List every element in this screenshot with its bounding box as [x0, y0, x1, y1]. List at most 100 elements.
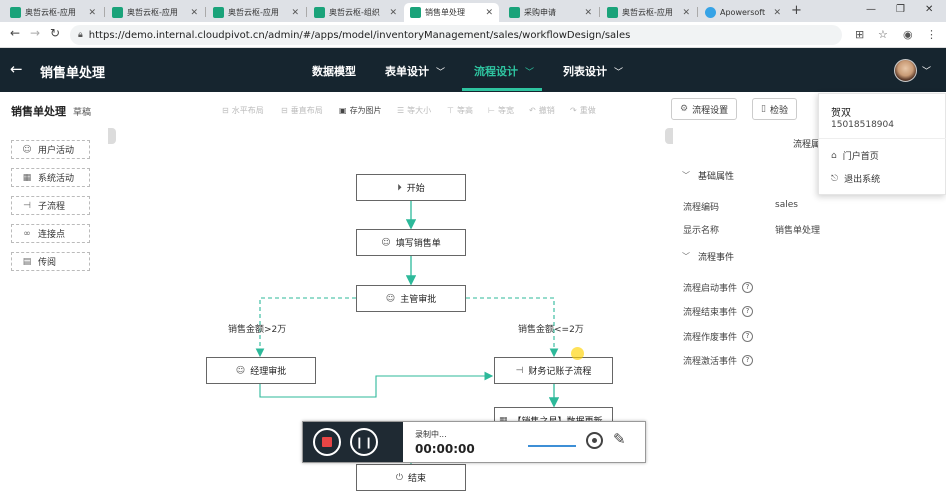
condition-label-right[interactable]: 销售金额<=2万: [518, 325, 584, 335]
close-icon[interactable]: ✕: [88, 7, 96, 18]
help-icon[interactable]: ?: [742, 355, 754, 366]
close-icon[interactable]: ✕: [682, 7, 690, 18]
browser-tab-7[interactable]: 奥哲云枢-应用 ✕: [601, 3, 696, 22]
app-favicon-icon: [112, 7, 123, 18]
close-icon[interactable]: ✕: [773, 7, 781, 18]
palette-connection-point[interactable]: ∞连接点: [11, 224, 90, 243]
restore-icon[interactable]: ❐: [896, 4, 905, 15]
workflow-canvas[interactable]: ⏵开始 ☺填写销售单 ☺主管审批 ☺经理审批 ⊣财务记账子流程 ▦【销售之星】数…: [120, 130, 660, 504]
user-dropdown-menu: 贺双 15018518904 ⌂门户首页 ⎋退出系统: [818, 93, 946, 195]
pause-record-button[interactable]: ❙❙: [350, 428, 378, 456]
edge-manager-to-finance: [259, 371, 494, 398]
nav-workflow-design[interactable]: 流程设计 ﹀: [474, 63, 534, 79]
pause-icon: ❙❙: [354, 435, 374, 449]
node-supervisor-approval[interactable]: ☺主管审批: [356, 285, 466, 312]
tool-same-width[interactable]: ⊢等宽: [488, 106, 514, 115]
app-favicon-icon: [10, 7, 21, 18]
play-icon: ⏵: [397, 182, 402, 193]
browser-tab-3[interactable]: 奥哲云枢-应用 ✕: [207, 3, 305, 22]
browser-tab-1[interactable]: 奥哲云枢-应用 ✕: [4, 3, 102, 22]
workflow-settings-button[interactable]: ⚙流程设置: [671, 98, 738, 120]
event-start[interactable]: 流程启动事件?: [683, 281, 754, 294]
minimize-icon[interactable]: —: [866, 4, 876, 15]
node-manager-approval[interactable]: ☺经理审批: [206, 357, 316, 384]
condition-label-left[interactable]: 销售金额>2万: [228, 325, 287, 335]
field-value-code[interactable]: sales: [775, 200, 798, 210]
active-nav-underline: [462, 88, 542, 91]
menu-item-logout[interactable]: ⎋退出系统: [831, 173, 881, 186]
menu-item-portal[interactable]: ⌂门户首页: [831, 150, 879, 163]
nav-list-design[interactable]: 列表设计 ﹀: [563, 63, 623, 79]
node-start[interactable]: ⏵开始: [356, 174, 466, 201]
browser-tab-5-active[interactable]: 销售单处理 ✕: [404, 3, 499, 22]
help-icon[interactable]: ?: [742, 306, 754, 317]
palette-subflow[interactable]: ⊣子流程: [11, 196, 90, 215]
profile-icon[interactable]: ◉: [903, 28, 913, 41]
node-fill-sales-order[interactable]: ☺填写销售单: [356, 229, 466, 256]
user-icon: ☺: [381, 237, 391, 248]
menu-dots-icon[interactable]: ⋮: [926, 28, 937, 41]
browser-tab-8[interactable]: Apowersoft ✕: [699, 3, 787, 22]
bookmark-star-icon[interactable]: ☆: [878, 28, 888, 41]
tab-separator: [306, 7, 307, 17]
close-icon[interactable]: ✕: [389, 7, 397, 18]
stop-record-button[interactable]: [313, 428, 341, 456]
align-icon: ⊟: [222, 106, 229, 115]
avatar[interactable]: [894, 59, 917, 82]
tool-same-size[interactable]: ☰等大小: [397, 106, 432, 115]
collapse-left-panel-handle[interactable]: [108, 128, 116, 144]
chevron-down-icon[interactable]: ﹀: [922, 67, 932, 77]
back-icon[interactable]: ←: [10, 26, 21, 40]
close-icon[interactable]: ✕: [485, 7, 493, 18]
event-end[interactable]: 流程结束事件?: [683, 305, 754, 318]
palette-circulate[interactable]: ▤传阅: [11, 252, 90, 271]
webcam-icon[interactable]: [586, 432, 603, 449]
home-icon: ⌂: [831, 150, 837, 161]
palette-user-activity[interactable]: ☺用户活动: [11, 140, 90, 159]
nav-data-model[interactable]: 数据模型: [312, 63, 356, 79]
logout-icon: ⎋: [831, 173, 839, 184]
close-icon[interactable]: ✕: [190, 7, 198, 18]
workflow-events-section[interactable]: ﹀流程事件: [682, 252, 735, 263]
volume-bar[interactable]: [528, 445, 576, 447]
align-icon: ⊟: [281, 106, 288, 115]
app-favicon-icon: [213, 7, 224, 18]
draft-status: 草稿: [73, 108, 92, 118]
new-tab-icon[interactable]: +: [791, 3, 802, 18]
tool-same-height[interactable]: ⊤等高: [447, 106, 473, 115]
browser-tab-6[interactable]: 采购申请 ✕: [503, 3, 598, 22]
browser-tab-title: Apowersoft: [720, 8, 766, 17]
validate-button[interactable]: ▯检验: [752, 98, 797, 120]
close-icon[interactable]: ✕: [584, 7, 592, 18]
tool-undo[interactable]: ↶撤销: [529, 106, 555, 115]
window-close-icon[interactable]: ✕: [925, 4, 934, 15]
translate-icon[interactable]: ⊞: [855, 28, 865, 41]
browser-tab-title: 奥哲云枢-应用: [25, 8, 76, 17]
app-header: ← 销售单处理 数据模型 表单设计 ﹀ 流程设计 ﹀ 列表设计 ﹀ ﹀: [0, 48, 946, 92]
pen-icon[interactable]: ✎: [613, 430, 626, 448]
power-icon: ⏻: [395, 472, 404, 483]
tool-vertical-layout[interactable]: ⊟垂直布局: [281, 106, 323, 115]
nav-form-design[interactable]: 表单设计 ﹀: [385, 63, 445, 79]
browser-tab-4[interactable]: 奥哲云枢-组织 ✕: [308, 3, 403, 22]
browser-tab-2[interactable]: 奥哲云枢-应用 ✕: [106, 3, 204, 22]
close-icon[interactable]: ✕: [291, 7, 299, 18]
node-end[interactable]: ⏻结束: [356, 464, 466, 491]
browser-tab-title: 奥哲云枢-组织: [329, 8, 380, 17]
node-finance-subflow[interactable]: ⊣财务记账子流程: [494, 357, 613, 384]
tool-horizontal-layout[interactable]: ⊟水平布局: [222, 106, 264, 115]
tool-save-image[interactable]: ▣存为图片: [339, 106, 382, 115]
collapse-right-panel-handle[interactable]: [665, 128, 673, 144]
help-icon[interactable]: ?: [742, 282, 754, 293]
event-activate[interactable]: 流程激活事件?: [683, 354, 754, 367]
forward-icon[interactable]: →: [30, 26, 41, 40]
basic-properties-section[interactable]: ﹀基础属性: [682, 171, 735, 182]
help-icon[interactable]: ?: [742, 331, 754, 342]
event-cancel[interactable]: 流程作废事件?: [683, 330, 754, 343]
palette-system-activity[interactable]: ▦系统活动: [11, 168, 90, 187]
reload-icon[interactable]: ↻: [50, 26, 61, 40]
url-field[interactable]: 🔒︎ https://demo.internal.cloudpivot.cn/a…: [70, 25, 842, 45]
tool-redo[interactable]: ↷重做: [570, 106, 596, 115]
field-value-display-name[interactable]: 销售单处理: [775, 226, 821, 236]
back-arrow-icon[interactable]: ←: [10, 60, 23, 78]
